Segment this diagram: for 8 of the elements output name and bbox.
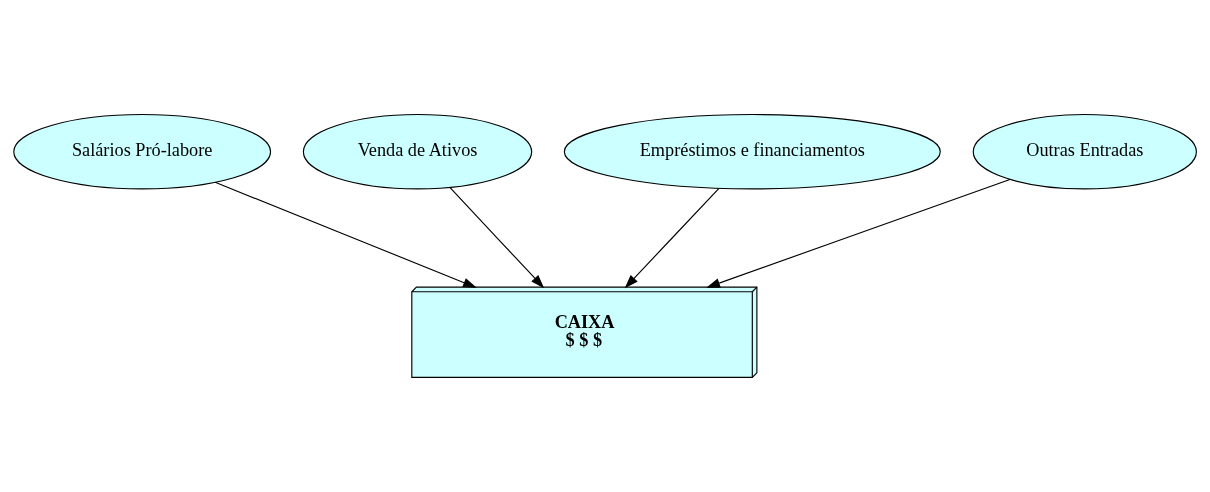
node-ellipse: Salários Pró-labore: [13, 113, 272, 190]
node-ellipse: Venda de Ativos: [302, 113, 533, 190]
node-ellipse: Empréstimos e financiamentos: [563, 113, 941, 190]
arrow: [624, 187, 720, 289]
node-ellipse: Outras Entradas: [972, 113, 1197, 190]
arrow: [214, 181, 477, 288]
arrow: [449, 187, 545, 289]
arrow: [706, 179, 1011, 288]
